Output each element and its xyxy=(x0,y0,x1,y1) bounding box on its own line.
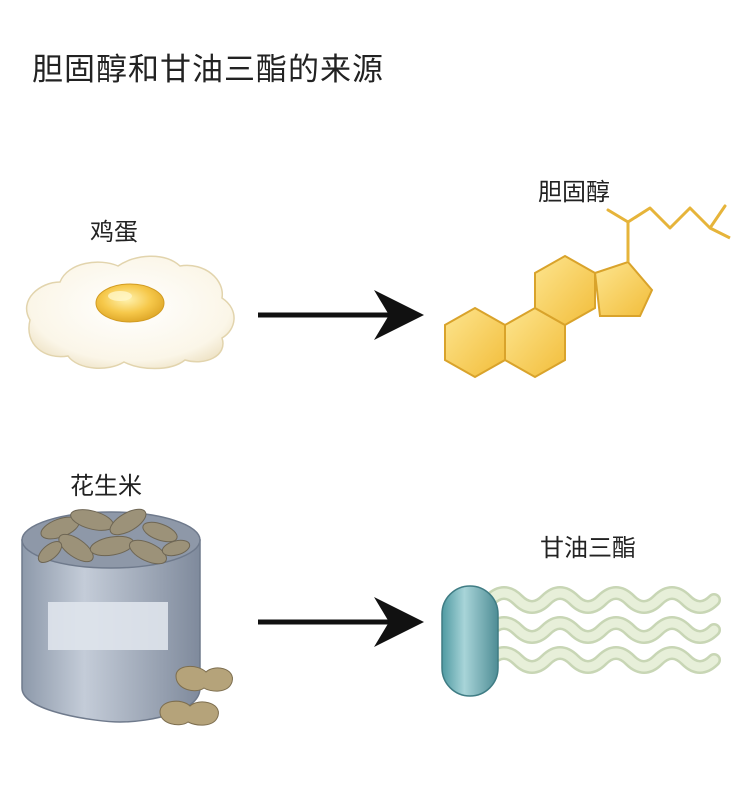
peanut-can-icon xyxy=(21,508,233,726)
egg-label: 鸡蛋 xyxy=(90,218,138,246)
fried-egg-icon xyxy=(25,255,235,370)
cholesterol-molecule-icon xyxy=(444,204,731,379)
peanut-label: 花生米 xyxy=(70,472,142,500)
triglyceride-molecule-icon xyxy=(441,585,721,697)
triglyceride-label: 甘油三酯 xyxy=(540,534,636,562)
page-title: 胆固醇和甘油三酯的来源 xyxy=(32,52,384,88)
cholesterol-label: 胆固醇 xyxy=(538,178,610,206)
